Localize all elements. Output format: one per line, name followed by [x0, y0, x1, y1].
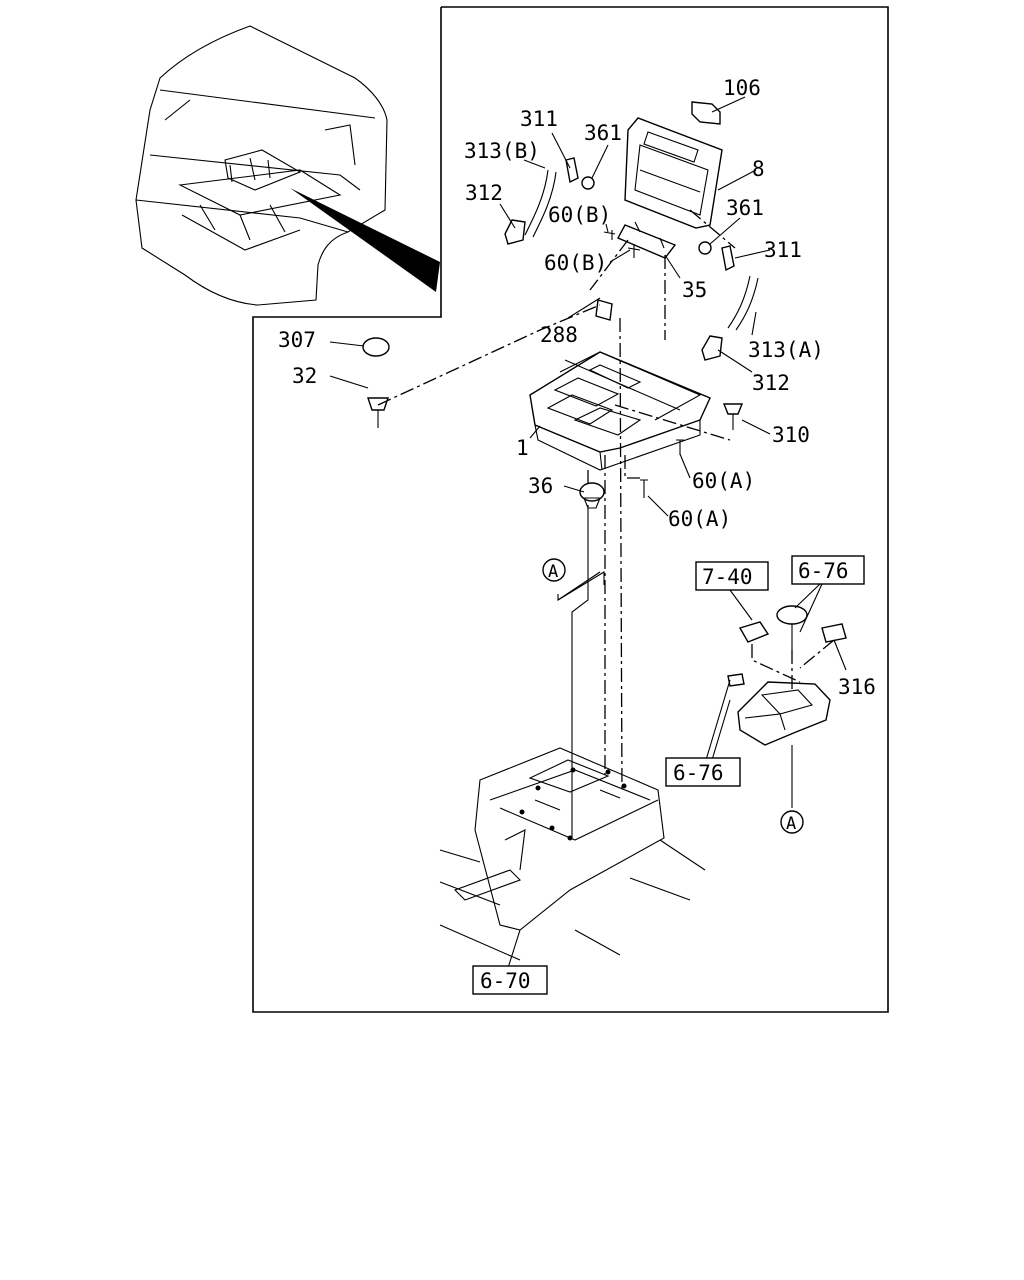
callout-1: 1 — [516, 436, 529, 460]
callout-312: 312 — [465, 181, 503, 205]
callout-60-a: 60(A) — [668, 507, 731, 531]
ref-6-76: 6-76 — [673, 761, 724, 785]
callout-313-b: 313(B) — [464, 139, 540, 163]
cab-inset-illustration — [135, 25, 440, 306]
callout-60-b: 60(B) — [548, 203, 611, 227]
callout-35: 35 — [682, 278, 707, 302]
callout-32: 32 — [292, 364, 317, 388]
callout-288: 288 — [540, 323, 578, 347]
connector-markers: A A — [542, 558, 804, 834]
connection-lines — [377, 209, 835, 838]
callout-307: 307 — [278, 328, 316, 352]
reference-boxes: 7-40 6-76 6-76 6-70 — [472, 555, 865, 995]
callout-36: 36 — [528, 474, 553, 498]
callout-106: 106 — [723, 76, 761, 100]
callout-311: 311 — [520, 107, 558, 131]
marker-a: A — [548, 562, 558, 582]
ref-7-40: 7-40 — [702, 565, 753, 589]
callout-60-a: 60(A) — [692, 469, 755, 493]
lower-subassembly — [727, 605, 847, 746]
callout-311: 311 — [764, 238, 802, 262]
callout-60-b: 60(B) — [544, 251, 607, 275]
callout-361: 361 — [584, 121, 622, 145]
leader-lines — [329, 96, 847, 969]
callout-8: 8 — [752, 157, 765, 181]
callout-313-a: 313(A) — [748, 338, 824, 362]
small-parts — [362, 101, 759, 509]
callout-361: 361 — [726, 196, 764, 220]
ref-6-76: 6-76 — [798, 559, 849, 583]
diagram-frame — [252, 6, 889, 1013]
marker-a: A — [786, 814, 796, 834]
callouts: 106 8 311 361 313(B) 312 60(B) 60(B) 361… — [278, 76, 876, 699]
display-unit — [624, 117, 723, 229]
floor-console — [439, 747, 706, 961]
callout-310: 310 — [772, 423, 810, 447]
callout-312: 312 — [752, 371, 790, 395]
ref-6-70: 6-70 — [480, 969, 531, 993]
callout-316: 316 — [838, 675, 876, 699]
